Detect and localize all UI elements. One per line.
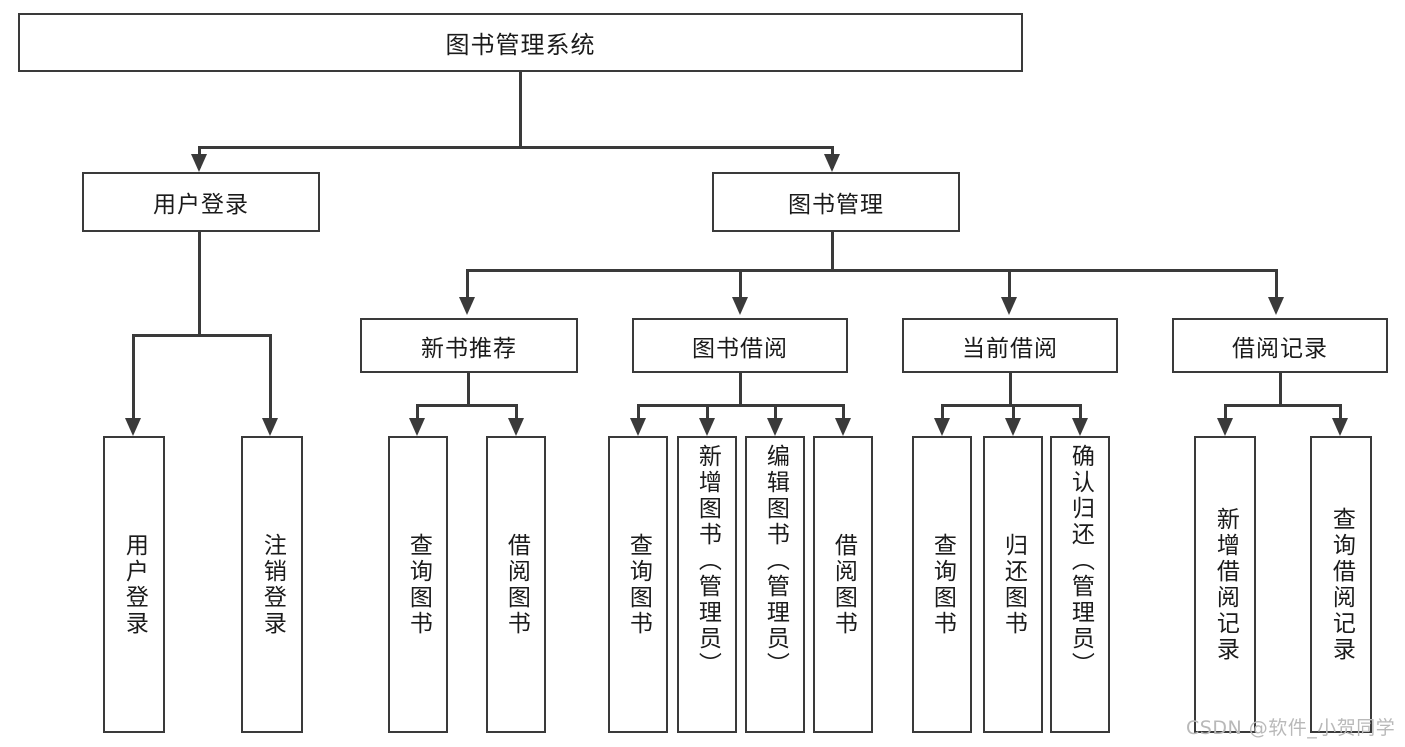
edge-user-login-to-leaf-2 [269,334,272,422]
leaf-label: 查询借阅记录 [1328,506,1355,663]
arrowhead-book-manage [824,154,840,172]
edge-book-manage-to-new-book [466,269,469,301]
edge-current-borrow-to-leaf-2 [1012,404,1015,424]
edge-book-borrow-to-leaf-3 [774,404,777,424]
edge-book-manage-stem [831,232,834,272]
edge-book-manage-to-book-borrow [739,269,742,301]
node-label: 图书管理系统 [445,31,596,59]
edge-borrow-record-to-leaf-1 [1224,404,1227,424]
arrowhead-book-borrow-leaf-3 [767,418,783,436]
edge-book-borrow-to-leaf-4 [842,404,845,424]
leaf-confirm-return-admin[interactable]: 确认归还（管理员） [1050,436,1110,733]
leaf-label: 确认归还（管理员） [1067,444,1094,678]
node-label: 图书借阅 [692,335,788,362]
edge-current-borrow-to-leaf-1 [941,404,944,424]
arrowhead-book-borrow-leaf-2 [699,418,715,436]
arrowhead-borrow-record-leaf-2 [1332,418,1348,436]
arrowhead-new-book-leaf-1 [409,418,425,436]
leaf-label: 注销登录 [259,532,286,637]
leaf-logout[interactable]: 注销登录 [241,436,303,733]
edge-current-borrow-stem [1009,373,1012,407]
leaf-query-book-current[interactable]: 查询图书 [912,436,972,733]
edge-user-login-bus [132,334,271,337]
leaf-label: 编辑图书（管理员） [762,444,789,678]
leaf-label: 用户登录 [121,532,148,637]
edge-book-manage-to-borrow-record [1275,269,1278,301]
edge-new-book-to-leaf-1 [416,404,419,424]
edge-book-borrow-to-leaf-2 [706,404,709,424]
edge-book-manage-to-current-borrow [1008,269,1011,301]
node-borrow-record[interactable]: 借阅记录 [1172,318,1388,373]
leaf-label: 查询图书 [625,532,652,637]
leaf-add-borrow-record[interactable]: 新增借阅记录 [1194,436,1256,733]
leaf-borrow-book[interactable]: 借阅图书 [813,436,873,733]
arrowhead-current-borrow-leaf-1 [934,418,950,436]
node-current-borrow[interactable]: 当前借阅 [902,318,1118,373]
edge-user-login-to-leaf-1 [132,334,135,422]
edge-borrow-record-stem [1279,373,1282,407]
arrowhead-user-login-leaf-2 [262,418,278,436]
edge-borrow-record-bus [1224,404,1342,407]
edge-borrow-record-to-leaf-2 [1339,404,1342,424]
edge-root-stem [519,72,522,148]
arrowhead-borrow-record [1268,297,1284,315]
leaf-query-borrow-record[interactable]: 查询借阅记录 [1310,436,1372,733]
edge-new-book-to-leaf-2 [515,404,518,424]
node-label: 图书管理 [788,192,884,218]
leaf-query-book-borrow[interactable]: 查询图书 [608,436,668,733]
arrowhead-book-borrow-leaf-1 [630,418,646,436]
leaf-return-book[interactable]: 归还图书 [983,436,1043,733]
arrowhead-new-book-recommend [459,297,475,315]
edge-book-borrow-to-leaf-1 [637,404,640,424]
leaf-label: 查询图书 [929,532,956,637]
node-label: 当前借阅 [962,335,1058,362]
leaf-add-book-admin[interactable]: 新增图书（管理员） [677,436,737,733]
node-book-borrow[interactable]: 图书借阅 [632,318,848,373]
node-book-management[interactable]: 图书管理 [712,172,960,232]
node-new-book-recommend[interactable]: 新书推荐 [360,318,578,373]
leaf-label: 新增图书（管理员） [694,444,721,678]
edge-current-borrow-bus [941,404,1081,407]
edge-current-borrow-to-leaf-3 [1079,404,1082,424]
arrowhead-new-book-leaf-2 [508,418,524,436]
node-root-book-management-system[interactable]: 图书管理系统 [18,13,1023,72]
arrowhead-current-borrow [1001,297,1017,315]
arrowhead-borrow-record-leaf-1 [1217,418,1233,436]
arrowhead-user-login [191,154,207,172]
leaf-label: 借阅图书 [503,532,530,637]
leaf-borrow-book-recommend[interactable]: 借阅图书 [486,436,546,733]
leaf-query-book-recommend[interactable]: 查询图书 [388,436,448,733]
leaf-label: 查询图书 [405,532,432,637]
leaf-label: 借阅图书 [830,532,857,637]
edge-new-book-bus [416,404,518,407]
watermark: CSDN @软件_小贺同学 [1186,717,1396,739]
arrowhead-current-borrow-leaf-2 [1005,418,1021,436]
edge-book-borrow-stem [739,373,742,407]
arrowhead-user-login-leaf-1 [125,418,141,436]
arrowhead-book-borrow [732,297,748,315]
edge-new-book-stem [467,373,470,407]
leaf-user-login[interactable]: 用户登录 [103,436,165,733]
arrowhead-current-borrow-leaf-3 [1072,418,1088,436]
leaf-edit-book-admin[interactable]: 编辑图书（管理员） [745,436,805,733]
edge-user-login-stem [198,232,201,337]
leaf-label: 归还图书 [1000,532,1027,637]
node-label: 用户登录 [153,192,249,218]
edge-book-borrow-bus [637,404,845,407]
arrowhead-book-borrow-leaf-4 [835,418,851,436]
edge-root-bus [198,146,833,149]
node-user-login[interactable]: 用户登录 [82,172,320,232]
edge-book-manage-bus [466,269,1277,272]
node-label: 新书推荐 [421,335,517,362]
node-label: 借阅记录 [1232,335,1328,362]
leaf-label: 新增借阅记录 [1212,506,1239,663]
